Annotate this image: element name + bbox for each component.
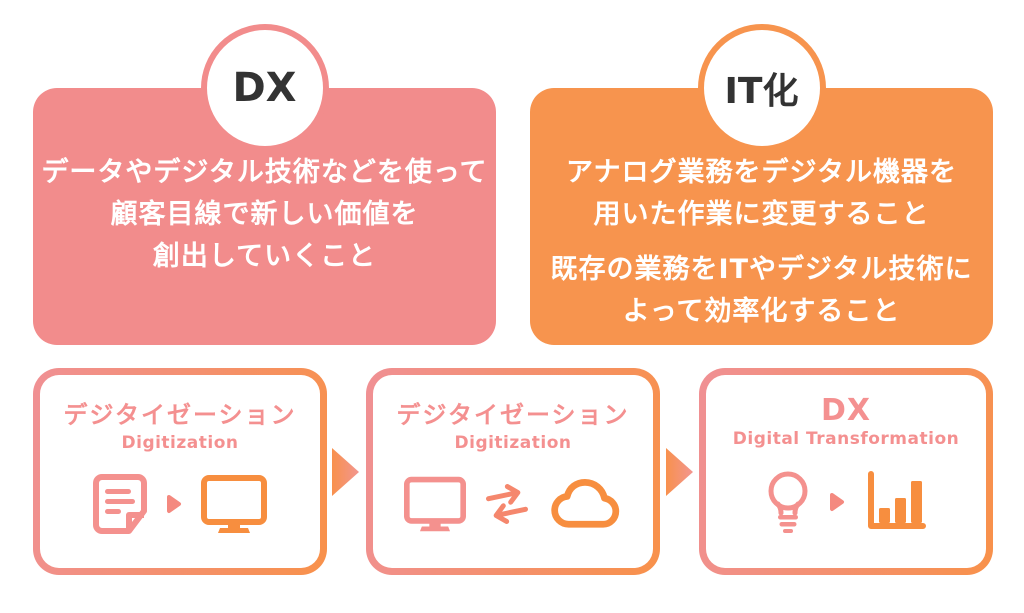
step-card-digitization-1: デジタイゼーション Digitization — [33, 368, 327, 575]
it-definition-line: 既存の業務をITやデジタル技術に — [550, 254, 973, 285]
it-definition-card: IT化 アナログ業務をデジタル機器を 用いた作業に変更すること 既存の業務をIT… — [530, 24, 993, 345]
flow-arrow-icon — [666, 448, 693, 496]
dx-definition-line: 創出していくこと — [152, 241, 377, 272]
dx-badge: DX — [200, 24, 329, 152]
it-definition-paragraph: 既存の業務をITやデジタル技術に よって効率化すること — [551, 249, 973, 333]
dx-definition-card: DX データやデジタル技術などを使って 顧客目線で新しい価値を 創出していくこと — [33, 24, 496, 345]
document-icon — [93, 473, 147, 534]
it-definition-line: 用いた作業に変更すること — [593, 199, 930, 230]
it-definition-line: よって効率化すること — [622, 296, 901, 327]
monitor-icon — [201, 474, 267, 533]
step-subtitle: Digital Transformation — [732, 429, 960, 449]
dx-definition-line: 顧客目線で新しい価値を — [110, 199, 419, 230]
step-title: DX — [820, 393, 872, 428]
step-card-dx: DX Digital Transformation — [699, 368, 993, 575]
exchange-arrows-icon — [486, 483, 528, 524]
flow-arrow-icon — [332, 448, 359, 496]
dx-definition-line: データやデジタル技術などを使って — [41, 157, 488, 188]
bar-chart-icon — [868, 470, 926, 529]
it-badge: IT化 — [697, 24, 826, 152]
step-icon-row — [93, 453, 267, 554]
step-card-digitization-2: デジタイゼーション Digitization — [366, 368, 660, 575]
triangle-arrow-icon — [167, 494, 181, 513]
dx-definition-text: データやデジタル技術などを使って 顧客目線で新しい価値を 創出していくこと — [33, 152, 496, 278]
step-icon-row — [404, 453, 622, 554]
cloud-icon — [551, 478, 620, 528]
it-definition-line: アナログ業務をデジタル機器を — [566, 157, 957, 188]
step-subtitle: Digitization — [454, 433, 572, 453]
it-definition-text: アナログ業務をデジタル機器を 用いた作業に変更すること 既存の業務をITやデジタ… — [530, 152, 993, 333]
step-title: デジタイゼーション — [63, 401, 297, 429]
step-title: デジタイゼーション — [396, 401, 630, 429]
monitor-icon — [404, 476, 466, 531]
step-subtitle: Digitization — [121, 433, 239, 453]
step-icon-row — [766, 449, 926, 554]
triangle-arrow-icon — [830, 492, 844, 511]
it-definition-paragraph: アナログ業務をデジタル機器を 用いた作業に変更すること — [566, 152, 957, 236]
lightbulb-icon — [768, 471, 808, 533]
it-badge-label: IT化 — [724, 71, 799, 112]
dx-badge-label: DX — [232, 65, 297, 111]
